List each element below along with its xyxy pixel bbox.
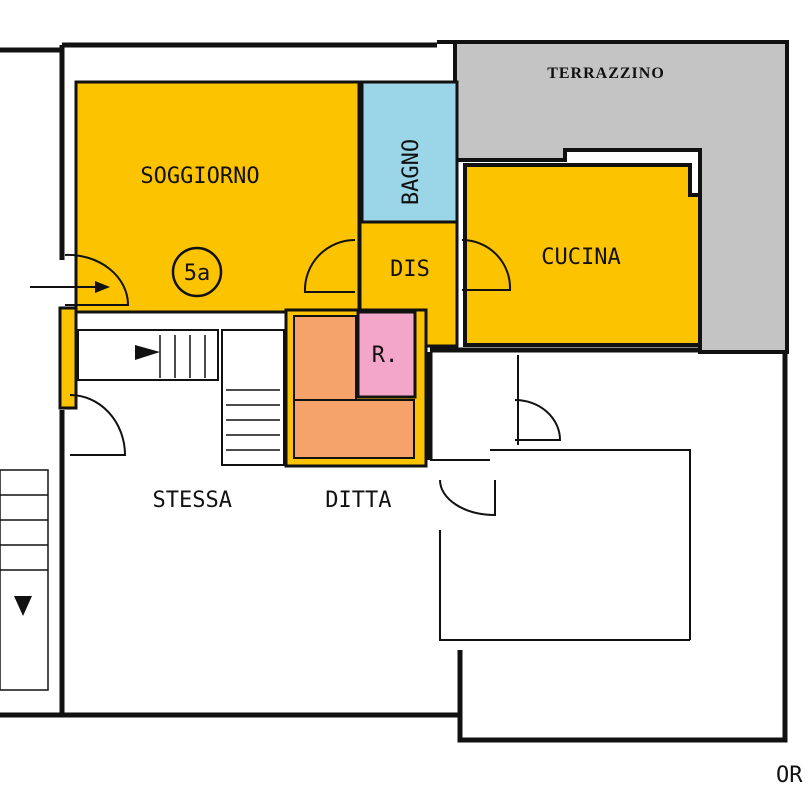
staircase: [77, 329, 219, 381]
living-room: [74, 80, 361, 314]
label-kitchen: CUCINA: [541, 245, 620, 270]
kitchen: [463, 163, 702, 347]
stair-arrow-icon: [135, 345, 160, 360]
stair-treads: [159, 335, 280, 451]
interior-walls: [430, 355, 691, 641]
entrance-arrow-icon: [30, 281, 110, 293]
staircase-2: [221, 329, 285, 466]
kitchen-door: [461, 238, 512, 291]
living-door: [303, 239, 356, 293]
edge-label: OR: [776, 763, 803, 785]
stairs-down-arrow-icon: [14, 596, 32, 616]
exterior-stairs: [0, 469, 49, 691]
office-door: [439, 479, 496, 517]
label-terrace: TERRAZZINO: [547, 65, 665, 82]
label-living: SOGGIORNO: [140, 164, 259, 189]
label-other-unit: STESSA DITTA: [153, 488, 392, 513]
stair-door: [69, 394, 127, 456]
floor-marker: 5a: [184, 261, 211, 286]
exterior-wall: [0, 42, 788, 743]
floor-marker-circle: [171, 246, 223, 298]
side-door: [514, 399, 562, 441]
label-storage: R.: [372, 343, 399, 368]
entry-strip: [58, 306, 78, 410]
storage-room: [356, 310, 417, 399]
label-bath: BAGNO: [399, 139, 424, 205]
stair-room-upper: [293, 315, 357, 401]
label-hall: DIS: [390, 257, 430, 282]
stair-room-lower: [293, 399, 415, 459]
entry-door: [64, 253, 130, 306]
